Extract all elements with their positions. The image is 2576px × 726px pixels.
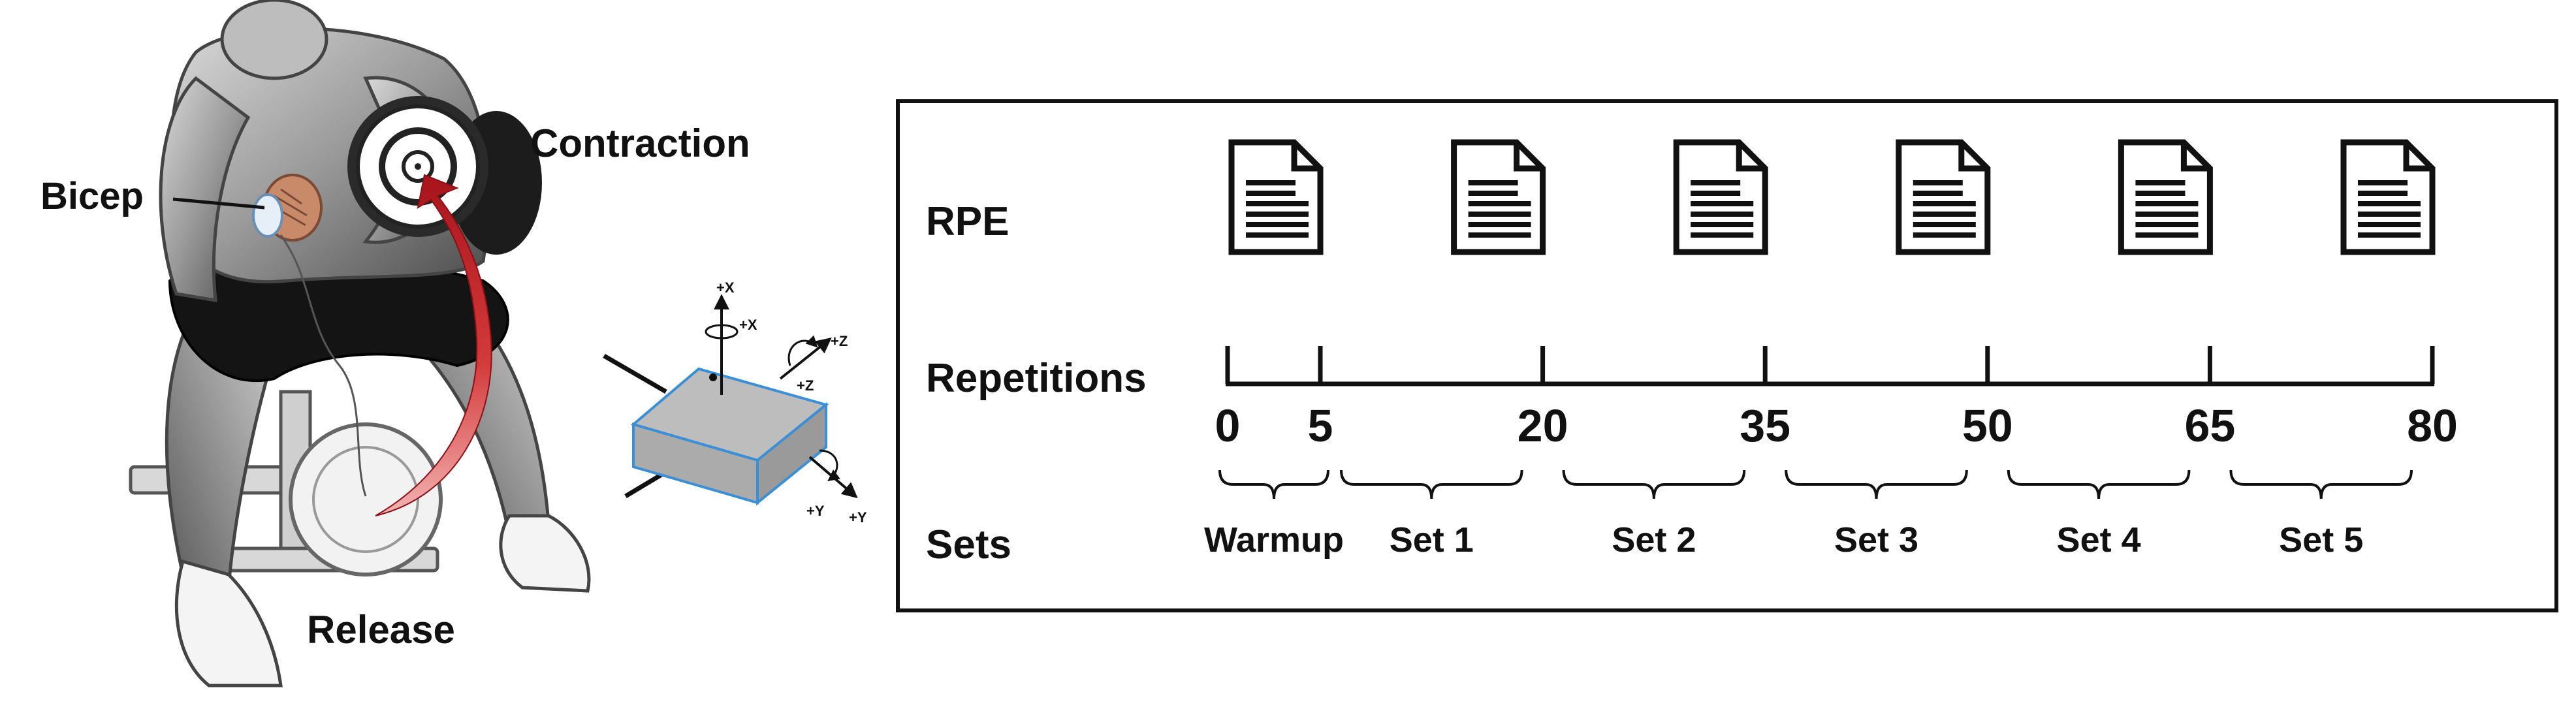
set-label: Set 5 — [2279, 520, 2363, 560]
set-brace — [1340, 469, 1523, 499]
protocol-panel — [896, 99, 2558, 612]
sensor-cable — [279, 234, 367, 497]
row-label-repetitions: Repetitions — [926, 356, 1147, 401]
row-label-sets: Sets — [926, 522, 1011, 567]
x-rotation-arc — [705, 324, 739, 339]
axis-label-y: +Y — [849, 509, 867, 526]
document-icon — [2340, 139, 2436, 255]
label-bicep: Bicep — [40, 175, 144, 217]
set-label: Set 1 — [1390, 520, 1474, 560]
repetition-tick-label: 5 — [1308, 400, 1333, 451]
set-label: Set 4 — [2057, 520, 2141, 560]
head — [220, 0, 328, 80]
set-brace-row: Warmup Set 1 Set 2 Set 3 Set 4 Set 5 — [1204, 469, 2413, 560]
axis-label-z: +Z — [831, 333, 848, 349]
imu-sensor — [603, 294, 858, 506]
axis-label-y-rotation: +Y — [806, 503, 825, 519]
document-icon — [1896, 139, 1991, 255]
dumbbell-release — [289, 422, 443, 576]
label-release: Release — [307, 608, 455, 652]
sensor-pointer-upper — [603, 353, 667, 394]
set-label: Set 2 — [1612, 520, 1696, 560]
axis-label-x: +X — [716, 279, 735, 296]
set-brace — [1218, 469, 1329, 499]
row-label-rpe: RPE — [926, 199, 1009, 244]
set-brace — [1785, 469, 1968, 499]
axis-label-x-rotation: +X — [739, 317, 757, 333]
set-label: Set 3 — [1834, 520, 1918, 560]
y-rotation-arc — [819, 449, 840, 482]
rpe-icon-row — [1228, 139, 2436, 255]
left-arm — [159, 76, 251, 303]
z-axis-arrow — [779, 338, 832, 380]
repetition-tick-label: 80 — [2407, 400, 2458, 451]
document-icon — [1228, 139, 1324, 255]
sensor-side-face — [756, 402, 827, 506]
repetition-tick-label: 20 — [1518, 400, 1568, 451]
exercise-illustration — [129, 0, 591, 687]
set-brace — [1562, 469, 1746, 499]
set-brace — [2229, 469, 2413, 499]
label-contraction: Contraction — [530, 121, 750, 165]
curl-direction-arrow — [375, 174, 492, 516]
set-brace — [2007, 469, 2191, 499]
document-icon — [2118, 139, 2213, 255]
repetition-tick-label: 0 — [1215, 400, 1241, 451]
repetition-tick-label: 50 — [1962, 400, 2013, 451]
document-icon — [1451, 139, 1546, 255]
repetition-tick-label: 35 — [1740, 400, 1790, 451]
set-label: Warmup — [1204, 520, 1344, 560]
emg-electrode — [252, 193, 283, 238]
repetition-timeline: 0 5 20 35 50 65 80 — [1215, 346, 2458, 451]
axis-label-z-rotation: +Z — [797, 377, 814, 394]
z-rotation-arc — [787, 335, 818, 366]
repetition-tick-label: 65 — [2184, 400, 2235, 451]
document-icon — [1673, 139, 1768, 255]
shoes — [174, 514, 591, 687]
bicep-leader-line — [172, 197, 265, 210]
